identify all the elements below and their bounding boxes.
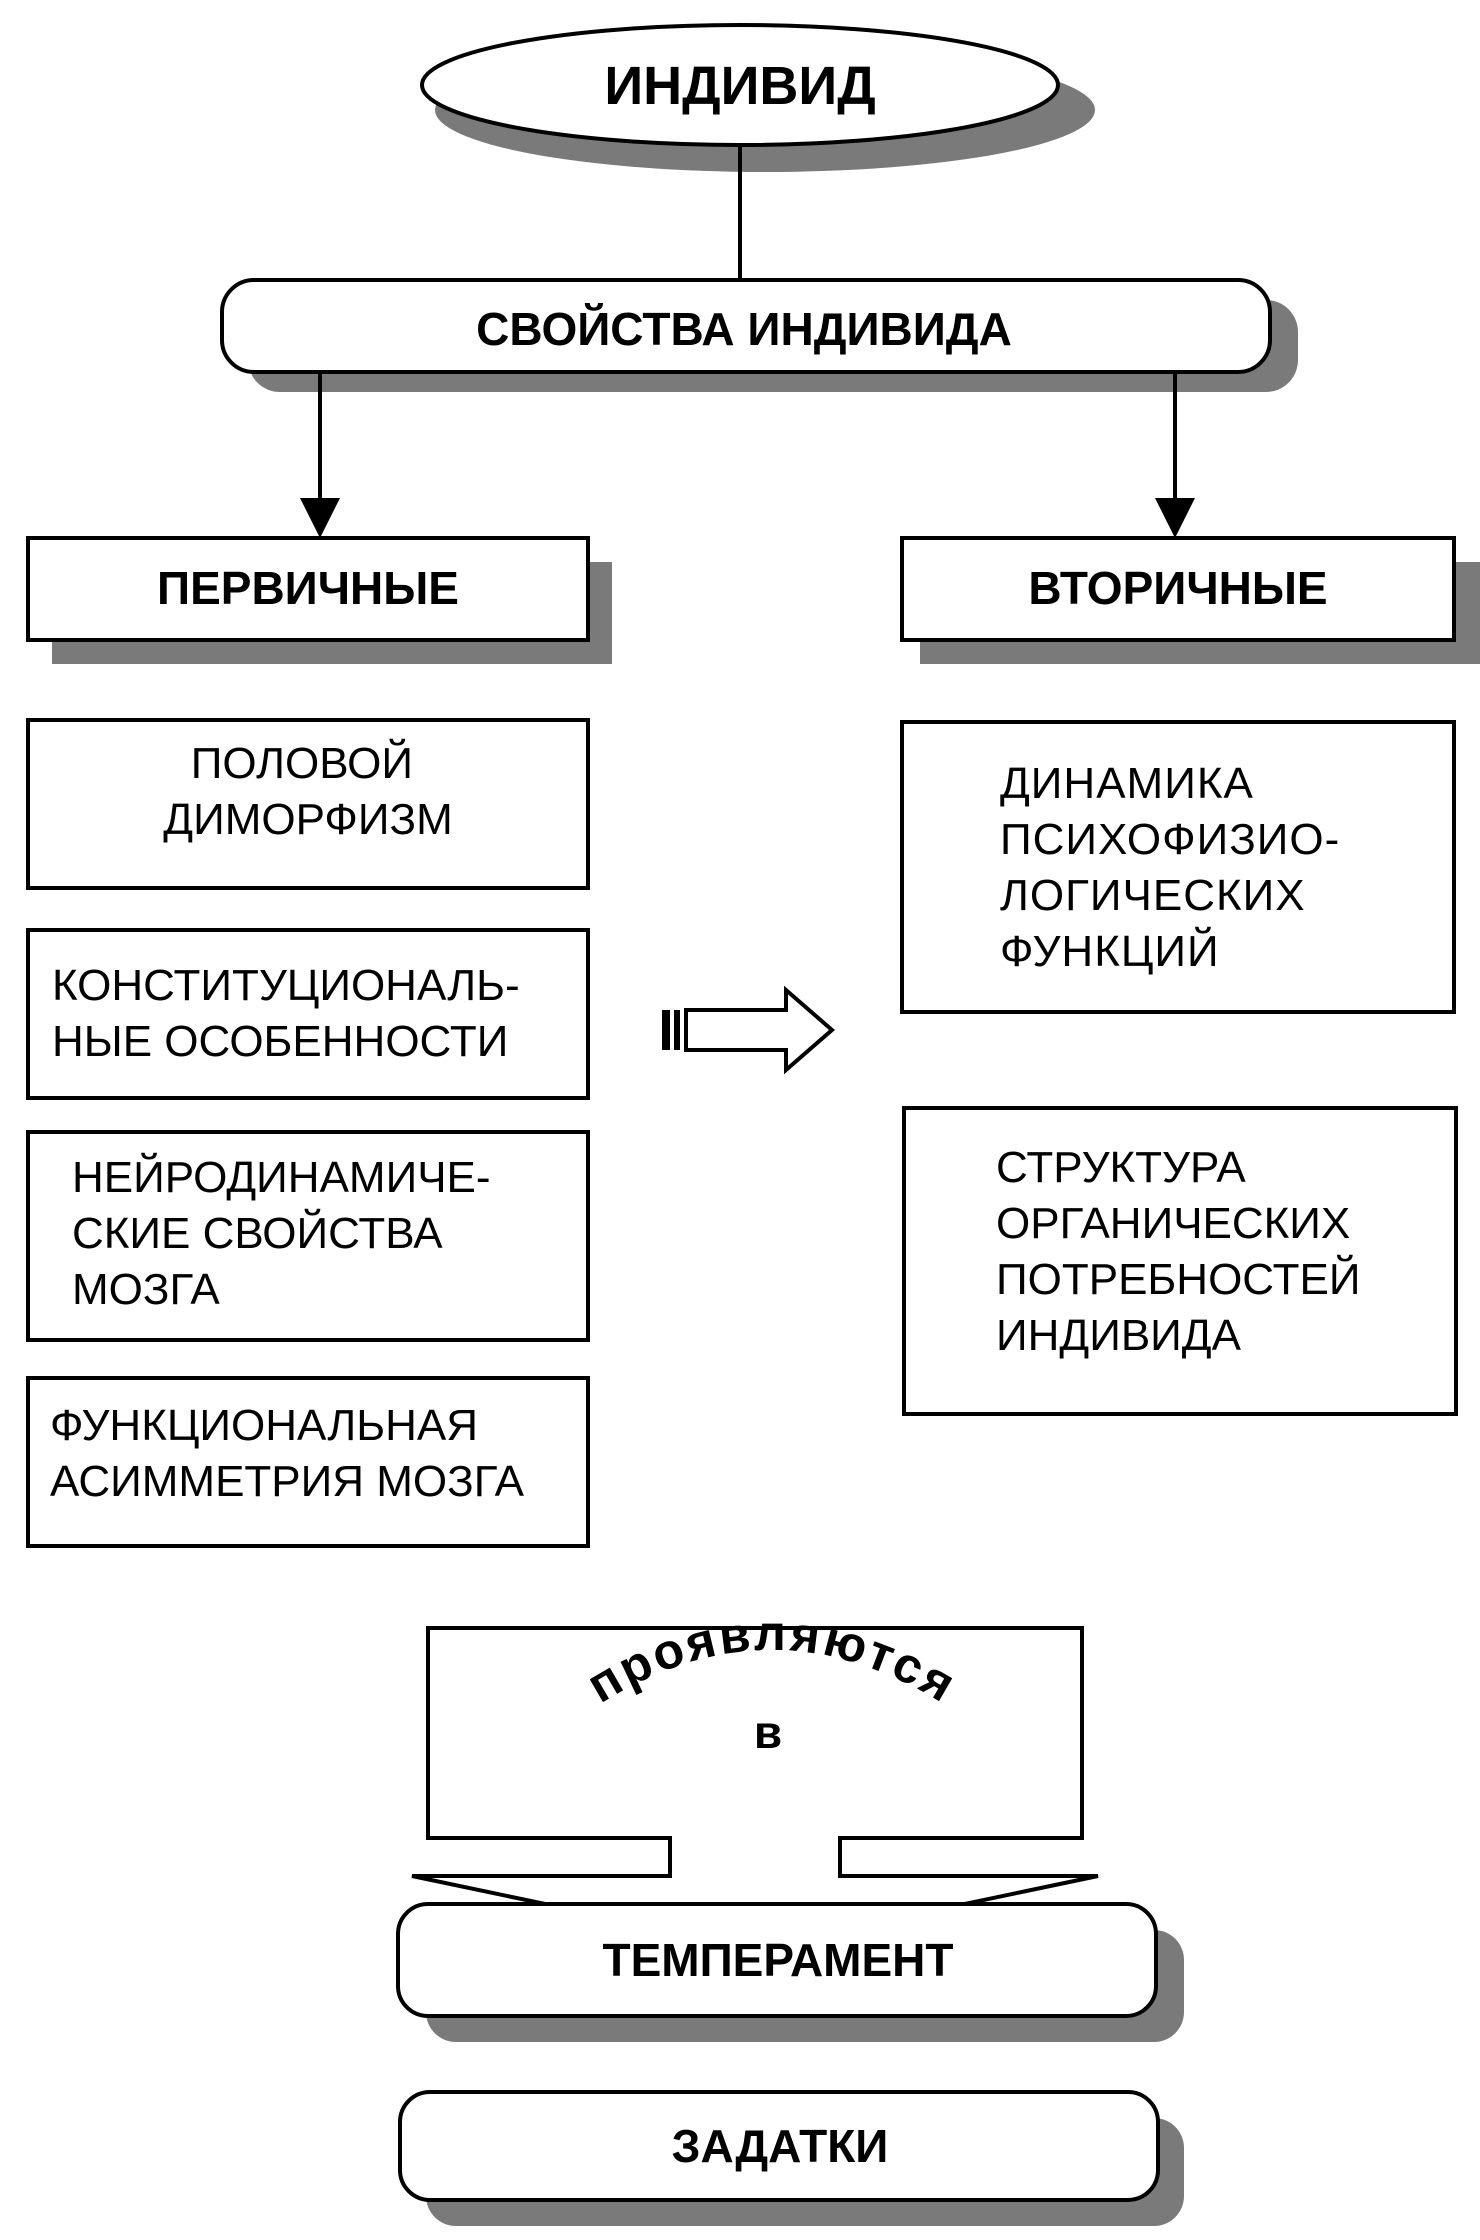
root-node: ИНДИВИД (420, 23, 1095, 172)
secondary-item-2: СТРУКТУРА ОРГАНИЧЕСКИХ ПОТРЕБНОСТЕЙ ИНДИ… (902, 1106, 1458, 1416)
secondary-item-1-line-1: ДИНАМИКА (1000, 759, 1254, 808)
primary-item-2: КОНСТИТУЦИОНАЛЬ- НЫЕ ОСОБЕННОСТИ (26, 928, 590, 1100)
secondary-item-2-line-4: ИНДИВИДА (996, 1311, 1242, 1360)
secondary-item-1-line-4: ФУНКЦИЙ (1000, 925, 1220, 976)
outcome-temperament-label: ТЕМПЕРАМЕНТ (602, 1934, 953, 1986)
primary-label: ПЕРВИЧНЫЕ (157, 562, 459, 614)
primary-item-3-line-3: МОЗГА (72, 1265, 220, 1314)
secondary-item-2-line-1: СТРУКТУРА (996, 1143, 1246, 1192)
primary-item-1-line-1: ПОЛОВОЙ (191, 737, 413, 788)
manifest-arrow: проявляются в (411, 1605, 1099, 1951)
svg-text:КОНСТИТУЦИОНАЛЬ- НЫЕ ОС: КОНСТИТУЦИОНАЛЬ- НЫЕ ОСОБЕННОСТИ (52, 961, 532, 1066)
secondary-item-2-line-2: ОРГАНИЧЕСКИХ (996, 1199, 1350, 1248)
manifest-arc-text: проявляются (577, 1605, 967, 1714)
secondary-item-2-line-3: ПОТРЕБНОСТЕЙ (996, 1253, 1360, 1304)
secondary-item-1: ДИНАМИКА ПСИХОФИЗИО- ЛОГИЧЕСКИХ ФУНКЦИЙ (900, 720, 1456, 1014)
primary-item-3: НЕЙРОДИНАМИЧЕ- СКИЕ СВОЙСТВА МОЗГА (26, 1130, 590, 1342)
primary-item-2-line-1: КОНСТИТУЦИОНАЛЬ- (52, 961, 520, 1010)
outcome-zadatki: ЗАДАТКИ (398, 2090, 1184, 2226)
primary-item-3-line-2: СКИЕ СВОЙСТВА (72, 1207, 443, 1258)
outcome-temperament: ТЕМПЕРАМЕНТ (396, 1902, 1184, 2042)
outcome-zadatki-label: ЗАДАТКИ (672, 2120, 889, 2172)
secondary-item-1-line-3: ЛОГИЧЕСКИХ (1000, 871, 1306, 920)
secondary-label: ВТОРИЧНЫЕ (1028, 562, 1327, 614)
primary-item-4: ФУНКЦИОНАЛЬНАЯ АСИММЕТРИЯ МОЗГА (26, 1376, 590, 1548)
svg-text:НЕЙРОДИНАМИЧЕ- СКИЕ СВО: НЕЙРОДИНАМИЧЕ- СКИЕ СВОЙСТВА МОЗГА (72, 1151, 503, 1314)
properties-label: СВОЙСТВА ИНДИВИДА (476, 303, 1012, 355)
primary-item-4-line-1: ФУНКЦИОНАЛЬНАЯ (50, 1401, 478, 1450)
svg-text:ФУНКЦИОНАЛЬНАЯ АСИММЕТРИ: ФУНКЦИОНАЛЬНАЯ АСИММЕТРИЯ МОЗГА (50, 1401, 525, 1506)
primary-item-1-line-2: ДИМОРФИЗМ (163, 795, 452, 844)
primary-item-3-line-1: НЕЙРОДИНАМИЧЕ- (72, 1151, 491, 1202)
manifest-line2: в (754, 1706, 782, 1758)
block-arrow-right (662, 985, 836, 1075)
primary-header: ПЕРВИЧНЫЕ (26, 536, 612, 664)
secondary-item-1-line-2: ПСИХОФИЗИО- (1000, 815, 1340, 864)
root-label: ИНДИВИД (604, 56, 875, 116)
primary-item-2-line-2: НЫЕ ОСОБЕННОСТИ (52, 1017, 508, 1066)
svg-text:ПОЛОВОЙ ДИМОРФИЗМ: ПОЛОВОЙ ДИМОРФИЗМ (163, 737, 452, 844)
secondary-header: ВТОРИЧНЫЕ (900, 536, 1480, 664)
properties-node: СВОЙСТВА ИНДИВИДА (220, 278, 1298, 392)
primary-item-4-line-2: АСИММЕТРИЯ МОЗГА (50, 1457, 525, 1506)
svg-text:ДИНАМИКА ПСИХОФИЗИО-: ДИНАМИКА ПСИХОФИЗИО- ЛОГИЧЕСКИХ ФУНКЦИЙ (1000, 759, 1354, 976)
primary-item-1: ПОЛОВОЙ ДИМОРФИЗМ (26, 718, 590, 890)
svg-text:СТРУКТУРА ОРГАНИЧЕСКИХ: СТРУКТУРА ОРГАНИЧЕСКИХ ПОТРЕБНОСТЕЙ ИНДИ… (996, 1143, 1373, 1360)
